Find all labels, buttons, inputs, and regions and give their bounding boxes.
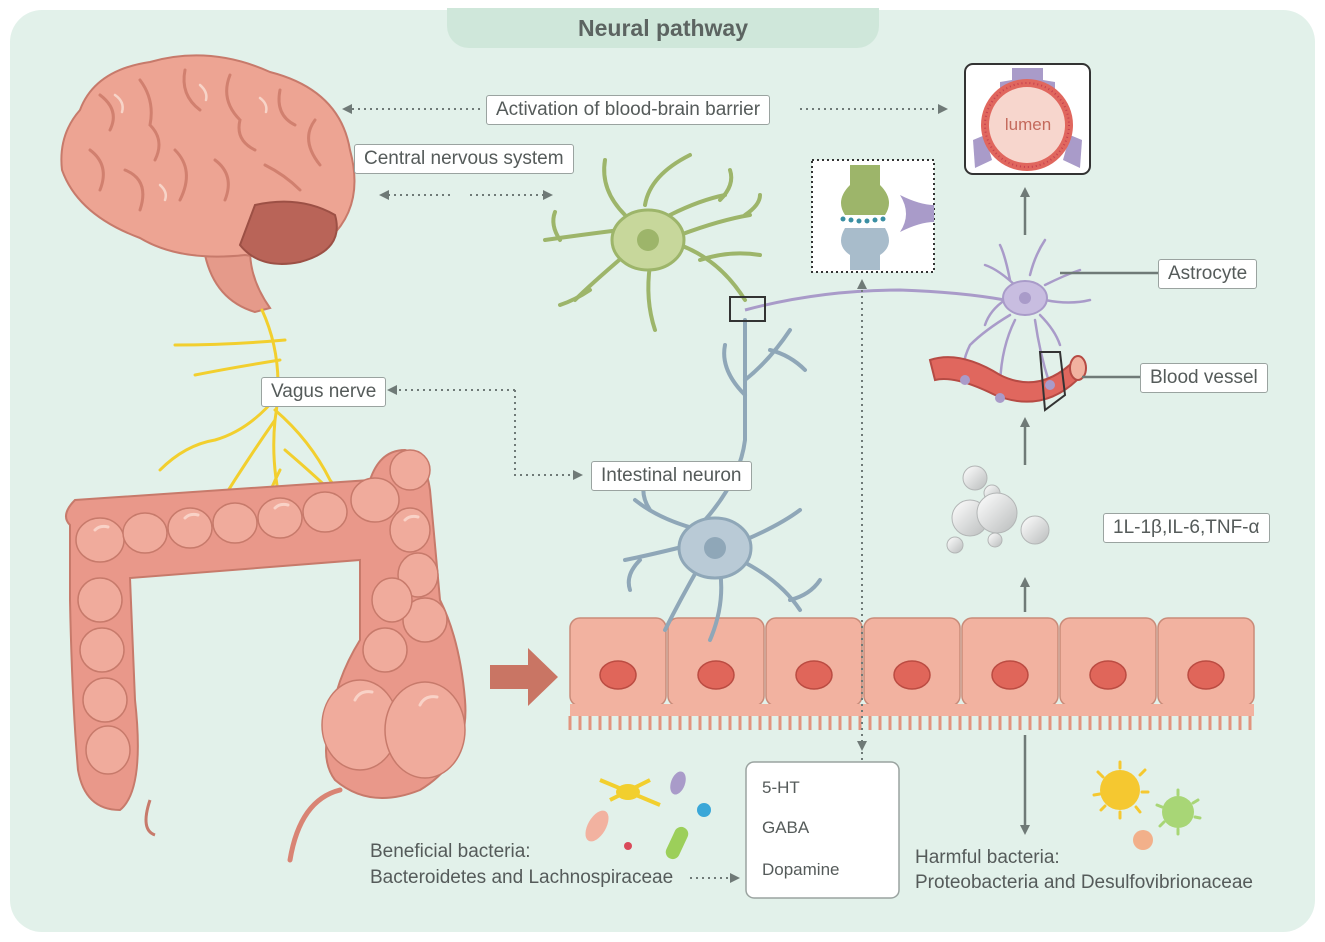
intestinal-neuron-nucleus	[704, 537, 726, 559]
beneficial-bacteria-title: Beneficial bacteria:	[370, 841, 531, 862]
nt-dopamine: Dopamine	[762, 860, 840, 879]
cns-neuron-illustration	[543, 153, 762, 332]
label-cytokines: 1L-1β,IL-6,TNF-α	[1103, 513, 1270, 543]
synapse-illustration	[840, 165, 934, 270]
cytokine-molecules	[946, 465, 1050, 554]
neural-connection-line	[744, 288, 1006, 312]
synapse-highlight-box	[729, 296, 766, 322]
astrocyte-nucleus	[1019, 292, 1031, 304]
dotted-arrows	[342, 104, 948, 883]
label-astrocyte: Astrocyte	[1158, 259, 1258, 289]
intestinal-neuron-illustration	[623, 318, 822, 642]
beneficial-bacteria-names: Bacteroidetes and Lachnospiraceae	[370, 867, 674, 888]
blood-vessel-illustration	[928, 351, 1087, 412]
harmful-bacteria-illustration	[1092, 760, 1202, 850]
label-central-nervous-system: Central nervous system	[354, 144, 574, 174]
intestine-to-epithelium-arrow	[490, 648, 558, 706]
page-title: Neural pathway	[447, 8, 879, 48]
label-blood-vessel: Blood vessel	[1140, 363, 1268, 393]
neurotransmitter-box	[745, 761, 900, 899]
lumen-illustration	[973, 68, 1082, 171]
harmful-bacteria-names: Proteobacteria and Desulfovibrionaceae	[915, 872, 1253, 893]
label-blood-brain-barrier: Activation of blood-brain barrier	[486, 95, 771, 125]
epithelium-illustration	[568, 617, 1255, 730]
label-vagus-nerve: Vagus nerve	[261, 377, 387, 407]
label-intestinal-neuron: Intestinal neuron	[591, 461, 752, 491]
brain-illustration	[60, 54, 356, 314]
cns-neuron-nucleus	[637, 229, 659, 251]
solid-arrows	[1020, 187, 1158, 835]
nt-gaba: GABA	[762, 818, 810, 837]
beneficial-bacteria-illustration	[585, 771, 711, 860]
harmful-bacteria-title: Harmful bacteria:	[915, 847, 1060, 868]
nt-5ht: 5-HT	[762, 778, 800, 797]
intestine-illustration	[65, 448, 467, 863]
label-lumen: lumen	[1004, 115, 1052, 134]
